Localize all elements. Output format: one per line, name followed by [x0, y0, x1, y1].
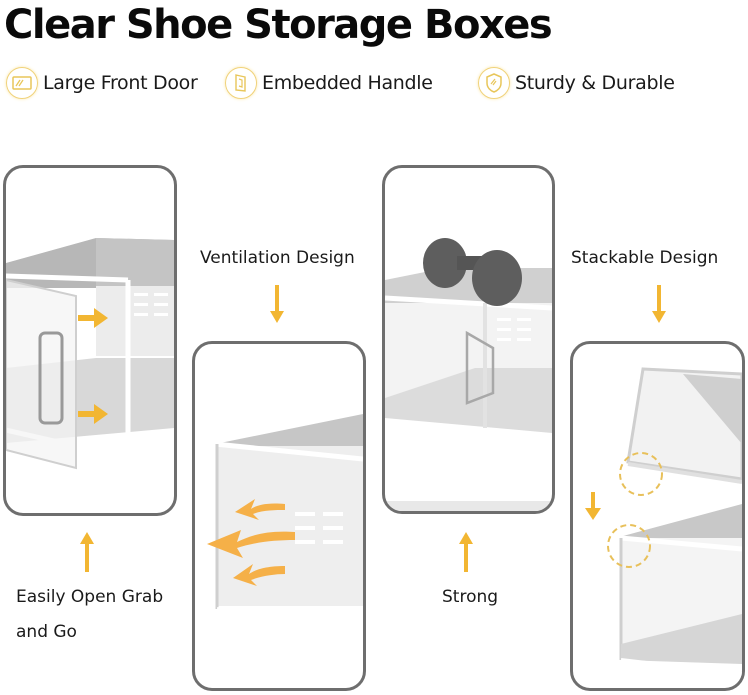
caption-easily-open: Easily Open Grab and Go — [16, 587, 164, 642]
shield-icon — [478, 67, 510, 99]
panel-front-door-image — [3, 165, 177, 516]
caption-ventilation: Ventilation Design — [200, 248, 355, 268]
arrow-up-icon — [80, 532, 94, 572]
arrow-up-icon — [459, 532, 473, 572]
panel-ventilation-image — [192, 341, 366, 691]
arrow-down-icon — [270, 285, 284, 323]
arrow-down-icon — [652, 285, 666, 323]
page-title: Clear Shoe Storage Boxes — [4, 2, 553, 48]
door-icon — [6, 67, 38, 99]
handle-icon — [225, 67, 257, 99]
caption-strong: Strong — [442, 587, 499, 607]
panel-stackable-image — [570, 341, 745, 691]
feature-embedded-handle: Embedded Handle — [225, 66, 433, 100]
caption-stackable: Stackable Design — [571, 248, 719, 268]
feature-sturdy-durable: Sturdy & Durable — [478, 66, 675, 100]
panel-strong-image — [382, 165, 555, 514]
feature-large-front-door: Large Front Door — [6, 66, 198, 100]
